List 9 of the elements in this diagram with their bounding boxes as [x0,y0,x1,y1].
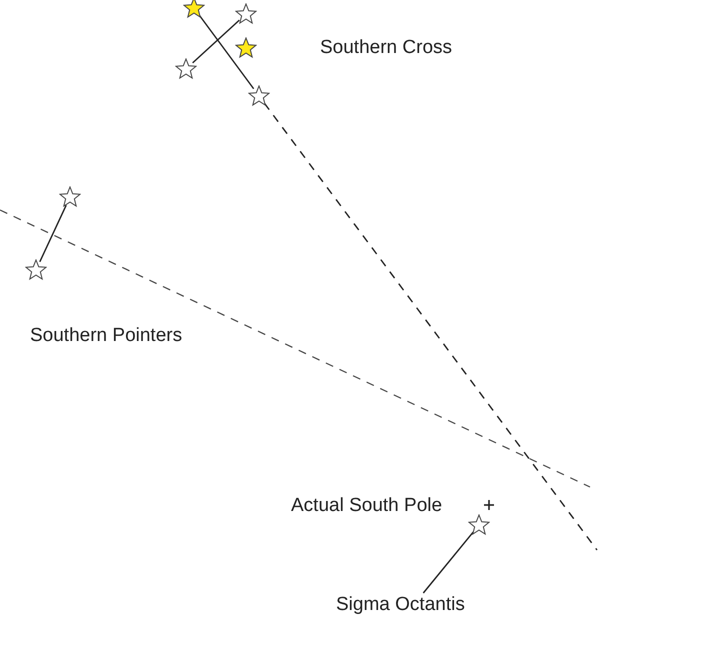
constellation-label: Southern Pointers [30,324,182,348]
dashed-line [264,102,598,550]
constellation-label: Actual South Pole [291,494,442,518]
constellation-label: Southern Cross [320,36,452,60]
constellation-line [198,14,254,90]
leader-line [422,532,474,594]
constellation-line [39,204,67,262]
star-name: Sigma Octantis [336,593,465,617]
constellation-line [192,20,240,64]
